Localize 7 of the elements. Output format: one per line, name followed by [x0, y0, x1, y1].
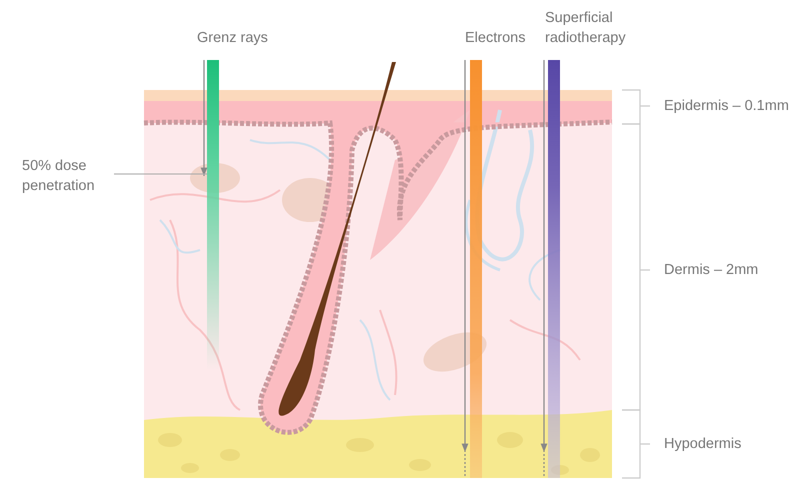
layer-label: Dermis – 2mm: [664, 261, 760, 280]
layer-label: Hypodermis: [664, 435, 742, 454]
layer-label: Epidermis – 0.1mm: [664, 97, 790, 116]
beam-label: Electrons: [465, 29, 526, 48]
beam-label: Superficial radiotherapy: [545, 9, 627, 48]
callout-text: 50% dose penetration: [22, 156, 118, 196]
beam-label: Grenz rays: [197, 29, 269, 48]
